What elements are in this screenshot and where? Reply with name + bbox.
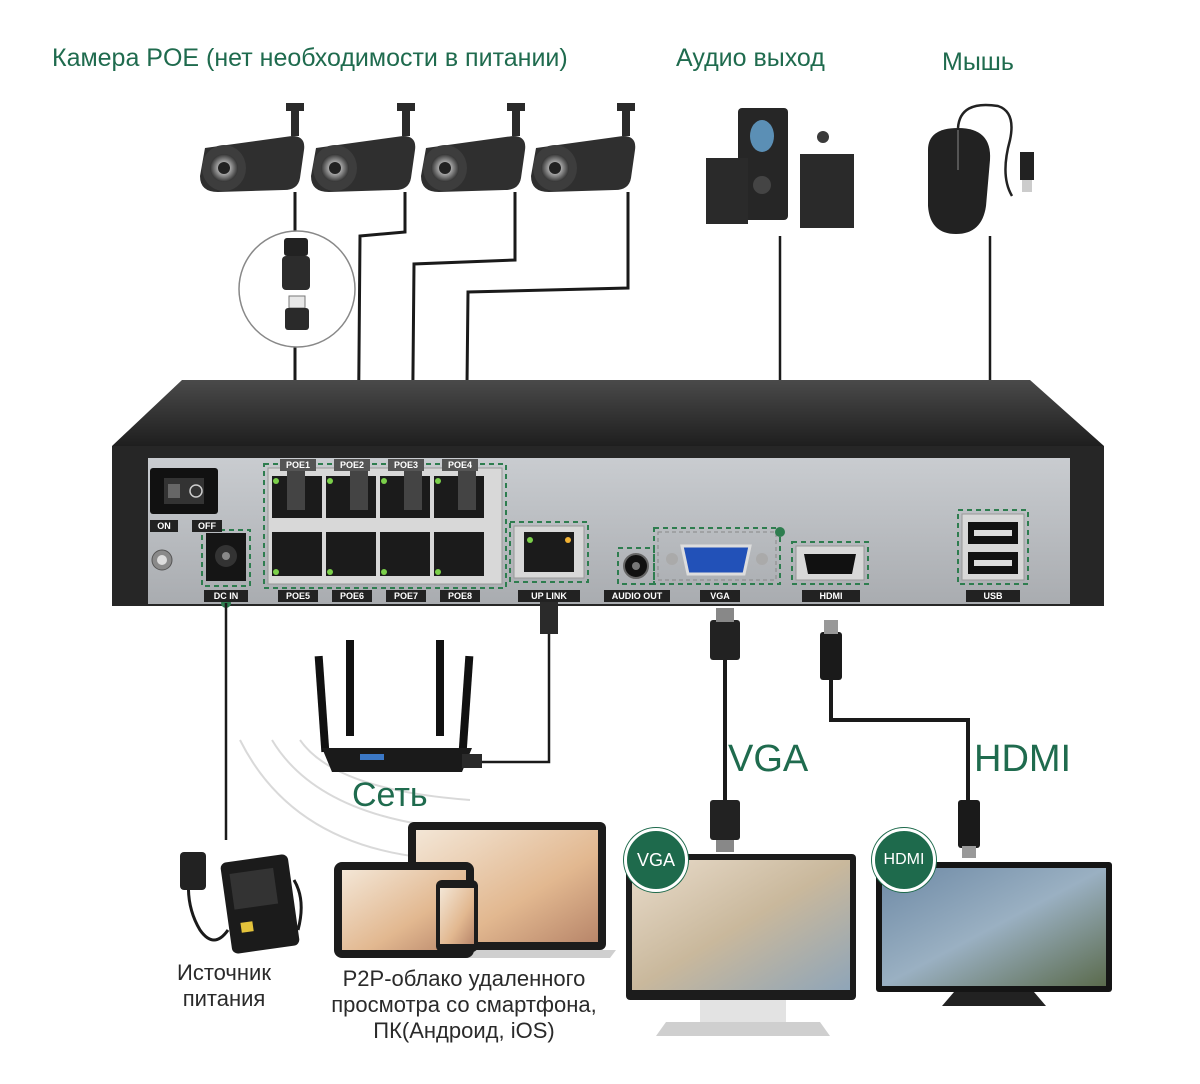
hdmi-label: HDMI bbox=[974, 738, 1072, 780]
speaker-system bbox=[706, 108, 854, 228]
port-label-poe8: POE8 bbox=[440, 590, 480, 602]
smartphone bbox=[436, 880, 478, 952]
port-highlights bbox=[201, 463, 1029, 589]
poe-camera-3 bbox=[421, 103, 526, 192]
network-label: Сеть bbox=[352, 776, 428, 814]
power-supply-line2: питания bbox=[182, 986, 266, 1011]
network-cable bbox=[462, 598, 558, 768]
power-adapter bbox=[180, 852, 303, 954]
hdmi-cable bbox=[820, 620, 980, 858]
port-label-poe2: POE2 bbox=[334, 459, 370, 471]
audio-out-label: Аудио выход bbox=[676, 44, 825, 72]
port-label-poe6: POE6 bbox=[332, 590, 372, 602]
port-label-dc-in: DC IN bbox=[204, 590, 248, 602]
p2p-cloud-label: P2P-облако удаленного просмотра со смарт… bbox=[296, 966, 632, 1044]
wifi-router bbox=[314, 640, 474, 772]
hdmi-monitor-badge: HDMI bbox=[872, 828, 936, 892]
mouse-label: Мышь bbox=[942, 48, 1014, 76]
port-label-on: ON bbox=[150, 520, 178, 532]
port-label-off: OFF bbox=[192, 520, 222, 532]
port-label-poe7: POE7 bbox=[386, 590, 426, 602]
p2p-line2: просмотра со смартфона, bbox=[331, 992, 597, 1017]
port-label-poe1: POE1 bbox=[280, 459, 316, 471]
poe-camera-4 bbox=[531, 103, 636, 192]
port-label-poe3: POE3 bbox=[388, 459, 424, 471]
port-label-vga: VGA bbox=[700, 590, 740, 602]
p2p-line3: ПК(Андроид, iOS) bbox=[373, 1018, 555, 1043]
poe-camera-1 bbox=[200, 103, 305, 192]
port-label-poe5: POE5 bbox=[278, 590, 318, 602]
vga-monitor bbox=[626, 854, 856, 1036]
port-label-usb: USB bbox=[966, 590, 1020, 602]
vga-label: VGA bbox=[728, 738, 809, 780]
port-label-uplink: UP LINK bbox=[518, 590, 580, 602]
port-label-hdmi: HDMI bbox=[802, 590, 860, 602]
power-supply-label: Источник питания bbox=[162, 960, 286, 1012]
poe-camera-2 bbox=[311, 103, 416, 192]
port-label-poe4: POE4 bbox=[442, 459, 478, 471]
rj45-connector-zoom bbox=[238, 230, 356, 348]
p2p-line1: P2P-облако удаленного bbox=[342, 966, 586, 991]
power-supply-line1: Источник bbox=[177, 960, 271, 985]
usb-mouse bbox=[928, 103, 1034, 234]
nvr-recorder bbox=[112, 380, 1104, 606]
poe-cameras-label: Камера POE (нет необходимости в питании) bbox=[52, 44, 568, 72]
vga-monitor-badge: VGA bbox=[624, 828, 688, 892]
vga-cable bbox=[710, 608, 740, 852]
port-label-audio-out: AUDIO OUT bbox=[604, 590, 670, 602]
